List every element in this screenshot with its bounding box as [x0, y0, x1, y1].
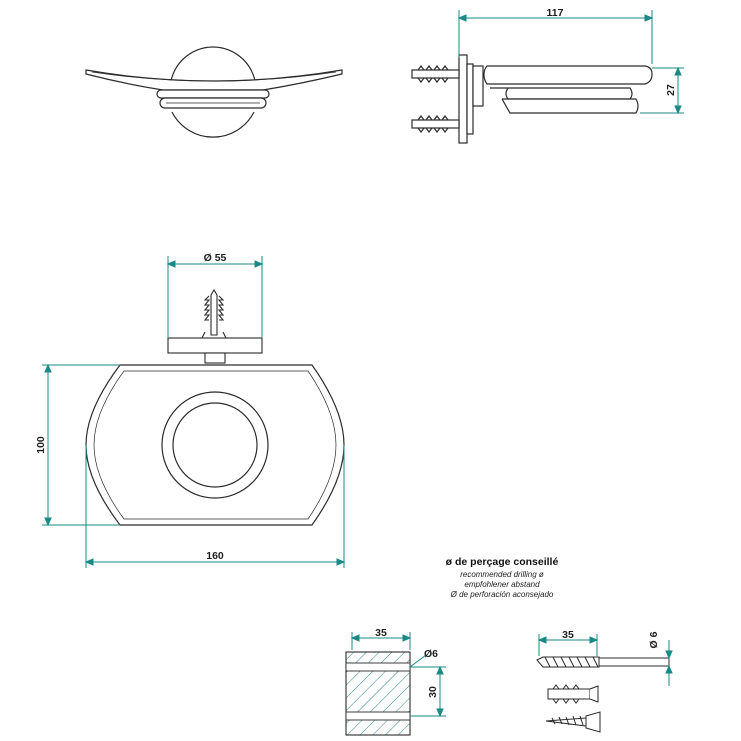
- dimension-label-100: 100: [35, 436, 47, 454]
- dimension-label-27: 27: [665, 84, 677, 96]
- dimension-160: [84, 445, 346, 568]
- dimension-label-30: 30: [427, 686, 439, 698]
- drilling-note-spanish: Ø de perforación aconsejado: [450, 590, 554, 599]
- dimension-label-117: 117: [547, 7, 564, 19]
- wall-anchor-lower: [411, 115, 460, 133]
- dimension-label-6-left: Ø6: [424, 648, 438, 660]
- dimension-label-35-left: 35: [375, 627, 387, 639]
- wall-anchor-upper: [411, 65, 460, 83]
- dimension-label-35-right: 35: [562, 629, 574, 641]
- drilling-note-german: empfohlener abstand: [464, 580, 540, 589]
- flange-anchor: [167, 288, 263, 364]
- front-view-dish: [85, 364, 345, 526]
- dimension-100: [42, 363, 120, 527]
- drill-section: [345, 651, 411, 736]
- dimension-27: [640, 66, 684, 115]
- drilling-note-title: ø de perçage conseillé: [445, 556, 559, 568]
- dimension-6-left: [409, 654, 427, 668]
- screw: [545, 711, 601, 733]
- dimension-6-right: [665, 640, 673, 686]
- top-view-dish: [85, 46, 343, 138]
- dimension-30: [410, 665, 446, 718]
- dimension-55: [166, 256, 264, 338]
- dimension-35-right: [537, 634, 599, 656]
- dimension-label-55: Ø 55: [204, 252, 227, 264]
- wall-plug: [547, 684, 599, 704]
- drill-bit: [536, 656, 670, 668]
- profile-view: [411, 54, 653, 144]
- dimension-label-6-right: Ø 6: [648, 631, 660, 648]
- dimension-117: [457, 10, 654, 64]
- dimension-label-160: 160: [206, 550, 224, 562]
- dimension-35-left: [350, 632, 412, 650]
- drilling-note-english: recommended drilling ø: [460, 570, 544, 579]
